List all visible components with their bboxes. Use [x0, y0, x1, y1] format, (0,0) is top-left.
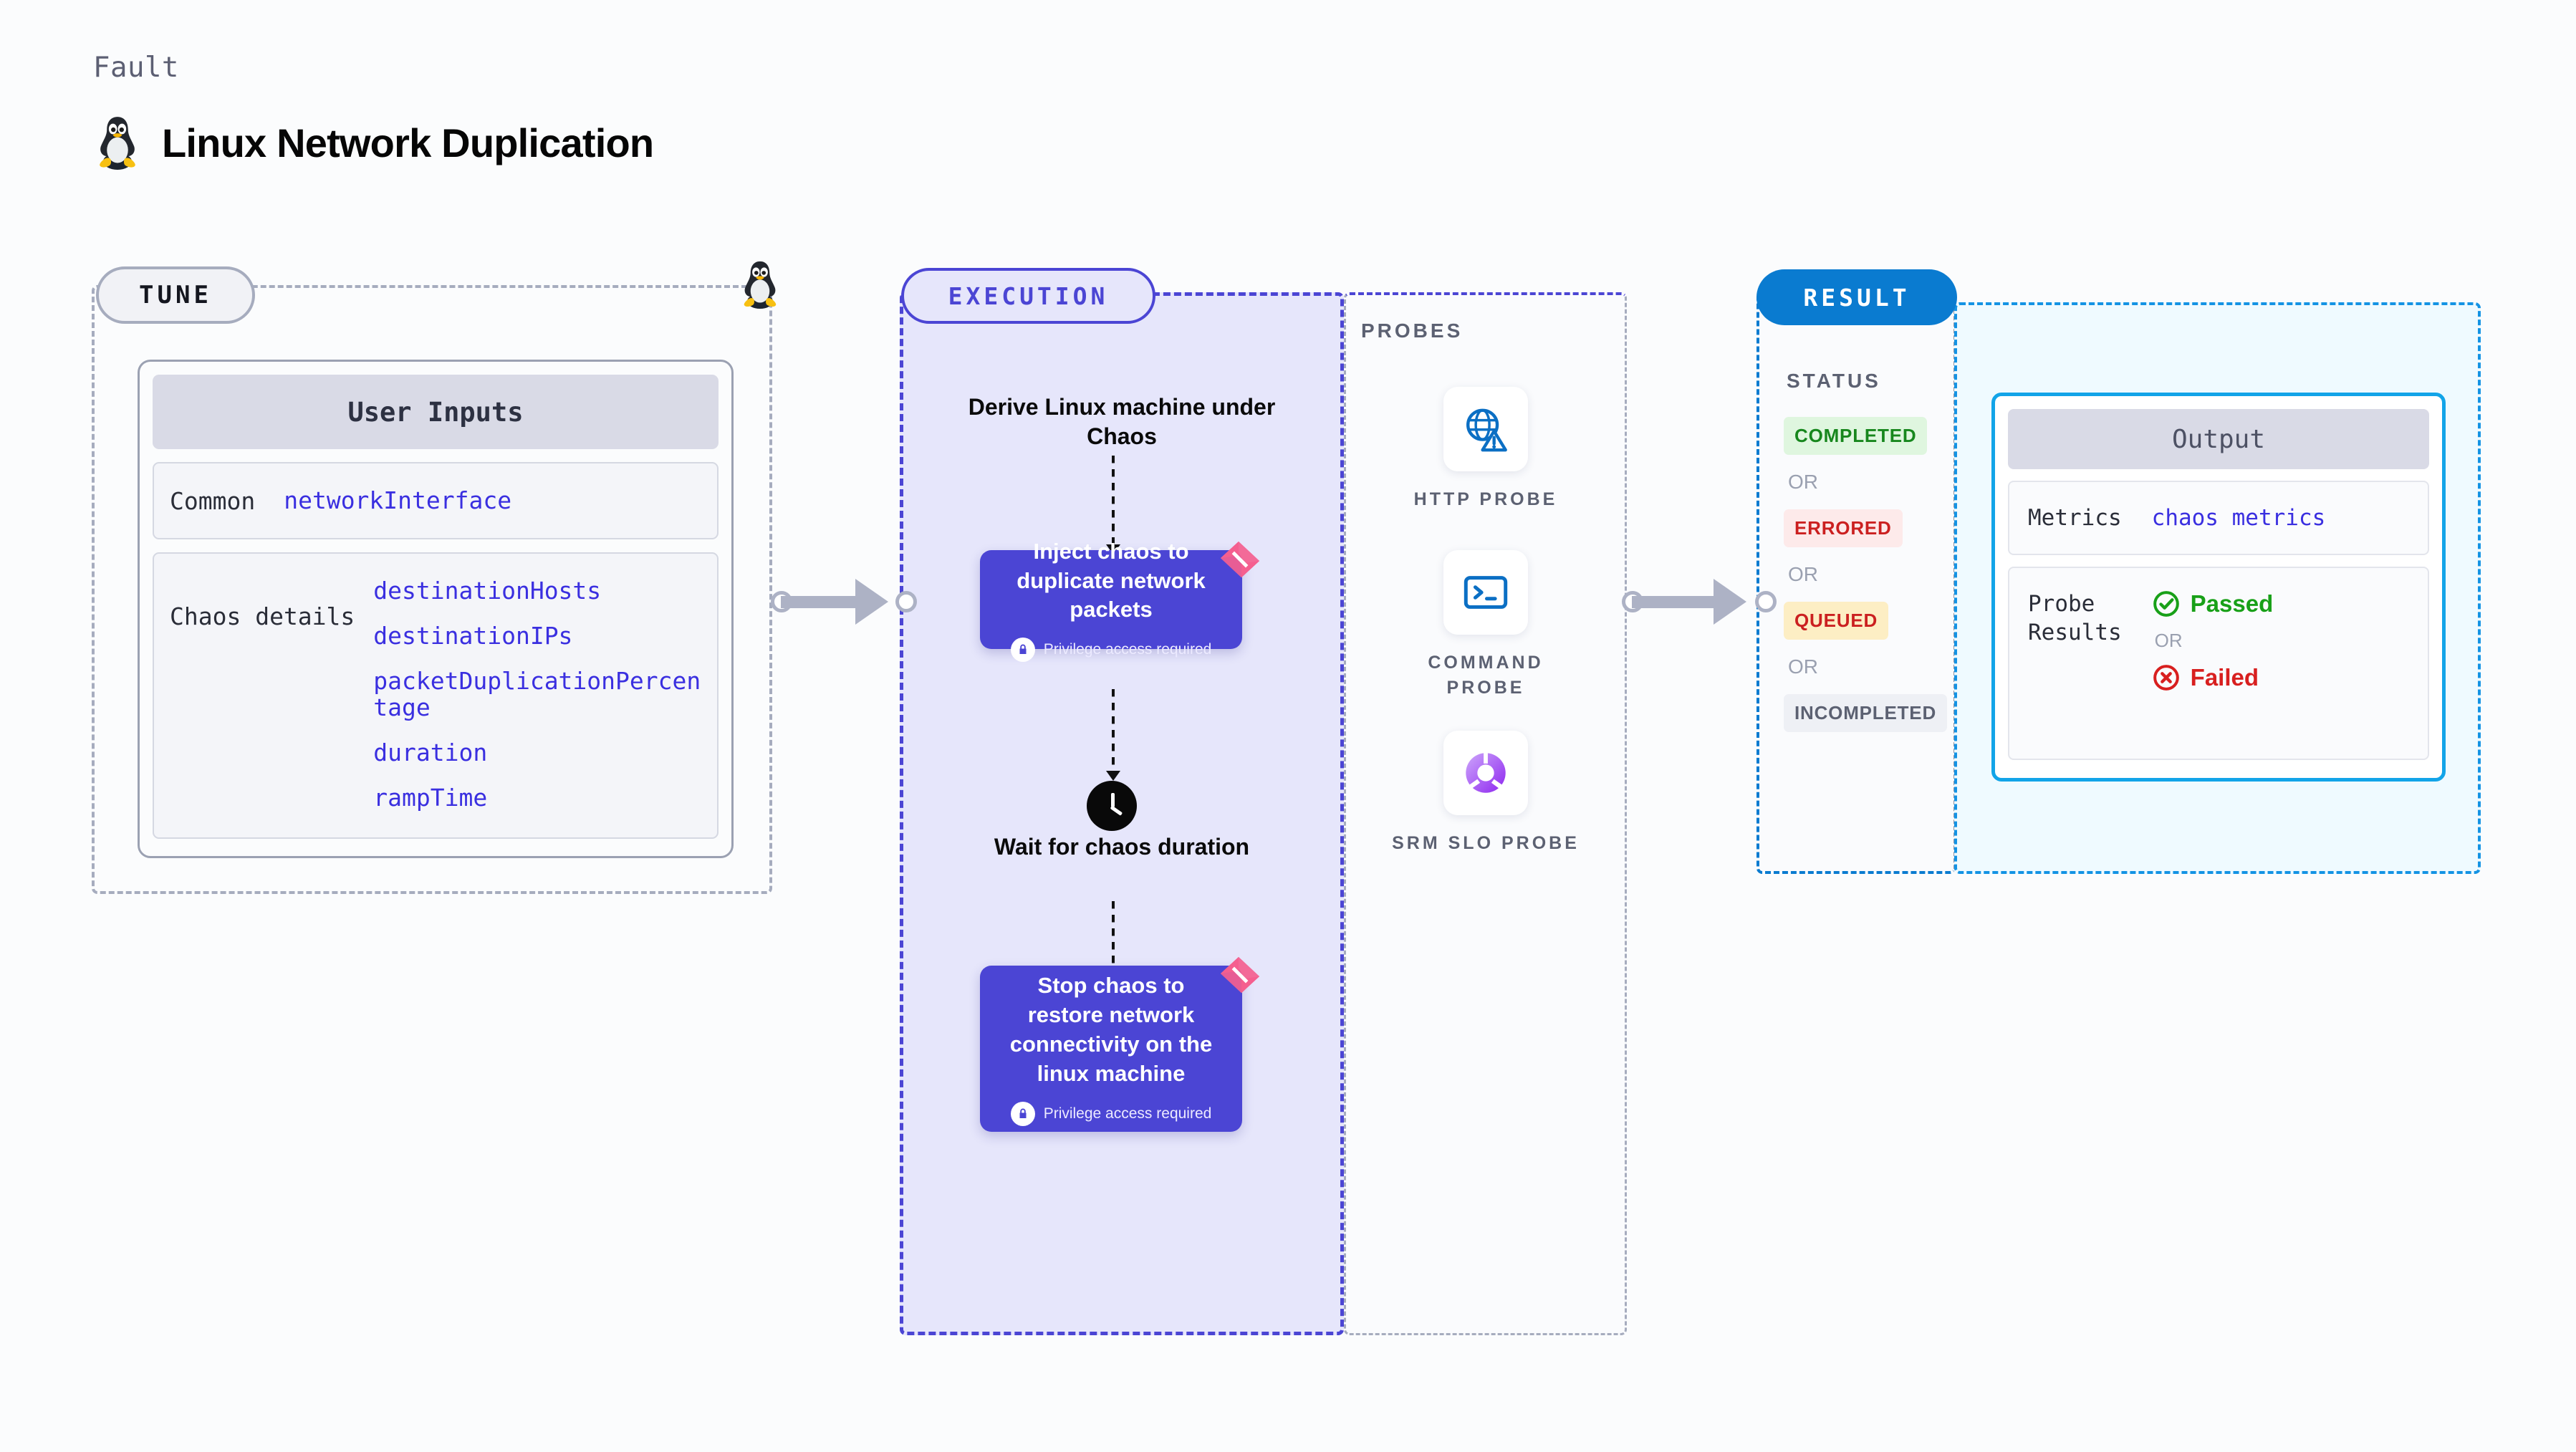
status-badge: COMPLETED [1784, 417, 1928, 455]
linux-tux-penguin-icon [738, 259, 782, 313]
passed-label: Passed [2190, 590, 2274, 617]
tune-pill[interactable]: TUNE [96, 266, 255, 324]
input-group-label: Chaos details [170, 602, 355, 630]
input-group-values: networkInterface [284, 486, 701, 514]
input-value[interactable]: destinationHosts [373, 577, 602, 605]
or-separator: OR [1788, 563, 1818, 585]
probe-command[interactable]: COMMAND PROBE [1385, 550, 1586, 700]
tune-to-execution-arrow [771, 573, 920, 630]
lock-icon [1010, 638, 1035, 663]
probe-result-passed: Passed [2152, 590, 2274, 618]
input-value[interactable]: duration [373, 738, 488, 766]
output-header: Output [2008, 409, 2429, 469]
or-separator: OR [1788, 471, 1818, 493]
or-separator: OR [2154, 630, 2183, 651]
page-title: Linux Network Duplication [93, 115, 654, 170]
flow-card-text: Inject chaos to duplicate network packet… [1017, 538, 1206, 622]
input-group-label: Common [170, 486, 256, 515]
user-inputs-card: User Inputs Common networkInterface Chao… [138, 360, 734, 858]
input-value[interactable]: packetDuplicationPercentage [373, 666, 701, 721]
arrow-shaft [1632, 596, 1732, 608]
probe-http[interactable]: HTTP PROBE [1385, 387, 1586, 512]
check-circle-icon [2152, 590, 2181, 618]
output-label: Metrics [2028, 504, 2122, 531]
probes-to-result-arrow [1622, 573, 1779, 630]
probe-label: HTTP PROBE [1413, 489, 1558, 509]
flow-arrow [1106, 456, 1120, 554]
flow-card-stop-chaos[interactable]: Stop chaos to restore network connectivi… [980, 966, 1242, 1132]
input-value[interactable]: destinationIPs [373, 621, 573, 650]
clock-icon [1087, 781, 1137, 831]
arrow-head [1714, 579, 1746, 625]
privilege-note-text: Privilege access required [1043, 641, 1212, 658]
arrow-shaft [781, 596, 874, 608]
x-circle-icon [2152, 663, 2181, 692]
input-group-chaos-details: Chaos details destinationHosts destinati… [153, 552, 719, 839]
fault-kicker: Fault [93, 52, 179, 84]
status-caption: STATUS [1787, 370, 1881, 392]
output-row-probe-results: Probe Results Passed OR Failed [2008, 567, 2429, 760]
arrow-head [855, 579, 888, 625]
globe-warning-icon [1443, 387, 1528, 471]
failed-label: Failed [2190, 664, 2259, 691]
status-list: COMPLETED OR ERRORED OR QUEUED OR INCOMP… [1784, 417, 1948, 732]
probe-srm-slo[interactable]: SRM SLO PROBE [1385, 731, 1586, 856]
privilege-note: Privilege access required [1010, 1101, 1212, 1126]
output-value[interactable]: chaos metrics [2151, 505, 2326, 531]
flow-card-text: Stop chaos to restore network connectivi… [1009, 973, 1213, 1086]
output-row-metrics: Metrics chaos metrics [2008, 481, 2429, 555]
flow-arrow [1106, 689, 1120, 781]
input-value[interactable]: rampTime [373, 783, 488, 812]
status-badge: INCOMPLETED [1784, 694, 1948, 732]
arrow-end-node [895, 591, 917, 612]
arrow-end-node [1755, 591, 1777, 612]
probes-caption: PROBES [1361, 319, 1464, 342]
flow-step-wait: Wait for chaos duration [994, 834, 1250, 860]
status-badge: ERRORED [1784, 509, 1903, 547]
input-group-values: destinationHosts destinationIPs packetDu… [373, 577, 701, 812]
user-inputs-header: User Inputs [153, 375, 719, 449]
linux-tux-penguin-icon [93, 115, 142, 170]
slo-donut-check-icon [1443, 731, 1528, 815]
probe-label: SRM SLO PROBE [1392, 833, 1580, 853]
terminal-icon [1443, 550, 1528, 635]
probe-result-failed: Failed [2152, 663, 2274, 692]
output-label: Probe Results [2028, 591, 2122, 646]
result-pill[interactable]: RESULT [1756, 269, 1957, 325]
privilege-note-text: Privilege access required [1043, 1105, 1212, 1122]
harness-logo-icon [1218, 539, 1262, 580]
page-title-text: Linux Network Duplication [162, 120, 654, 165]
flow-card-inject-chaos[interactable]: Inject chaos to duplicate network packet… [980, 539, 1242, 663]
probe-result-values: Passed OR Failed [2152, 590, 2274, 692]
output-card: Output Metrics chaos metrics Probe Resul… [1991, 393, 2446, 782]
status-badge: QUEUED [1784, 602, 1889, 640]
harness-logo-icon [1218, 954, 1262, 996]
lock-icon [1010, 1101, 1035, 1126]
privilege-note: Privilege access required [1010, 638, 1212, 663]
execution-pill[interactable]: EXECUTION [901, 268, 1155, 324]
or-separator: OR [1788, 655, 1818, 678]
probe-label: COMMAND PROBE [1428, 653, 1544, 698]
flow-step-derive: Derive Linux machine under Chaos [968, 394, 1276, 449]
input-value[interactable]: networkInterface [284, 486, 512, 514]
input-group-common: Common networkInterface [153, 462, 719, 539]
